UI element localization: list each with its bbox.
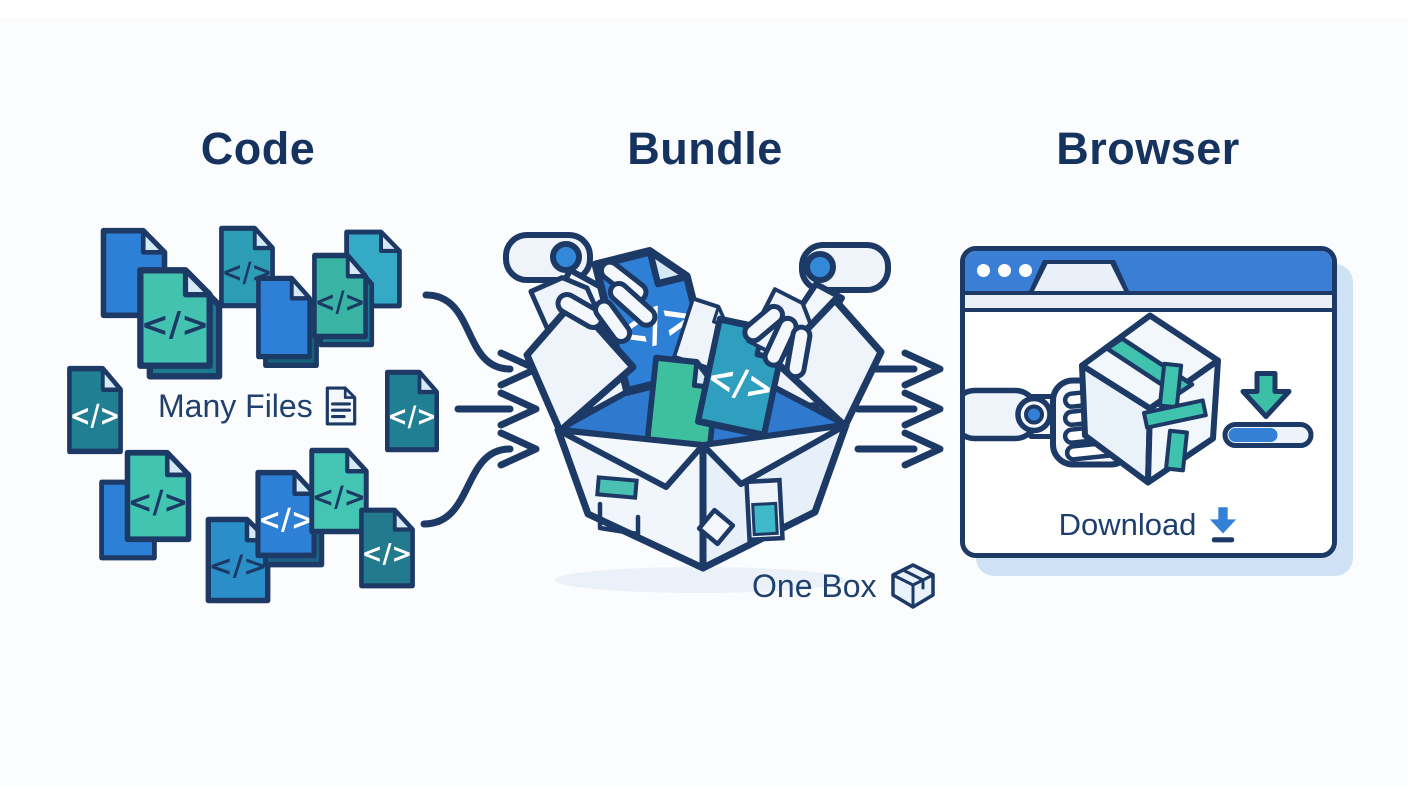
- code-file-icon: </>: [356, 506, 418, 590]
- browser-illustration: [965, 312, 1314, 486]
- bundle-illustration: </> </>: [503, 232, 891, 593]
- code-glyph: </>: [128, 485, 188, 521]
- code-file-icon: </>: [64, 364, 126, 456]
- code-glyph: </>: [312, 479, 366, 513]
- browser-caption: Download: [965, 506, 1332, 544]
- robot-hand-left-icon: [555, 259, 658, 345]
- package-icon: [890, 563, 935, 609]
- code-glyph: </>: [141, 305, 210, 344]
- bundle-caption-text: One Box: [752, 567, 877, 604]
- box-ground-shadow: [555, 567, 845, 593]
- box-front-flap: [700, 422, 849, 487]
- window-dot: [1019, 264, 1032, 277]
- code-file-icon: </>: [306, 446, 372, 536]
- browser-window: Download: [960, 246, 1337, 558]
- progress-bar: [1222, 422, 1314, 448]
- code-glyph: </>: [258, 503, 313, 537]
- browser-caption-text: Download: [1058, 507, 1197, 542]
- robot-hand-right-icon: [742, 303, 813, 380]
- browser-addressbar: [965, 295, 1332, 312]
- box-side-flap: [772, 296, 885, 430]
- code-glyph: </>: [70, 400, 121, 434]
- box-label: [595, 475, 641, 537]
- bundle-caption: One Box: [752, 562, 937, 610]
- bundle-title: Bundle: [627, 123, 783, 174]
- browser-title: Browser: [1056, 123, 1240, 174]
- code-glyph: </>: [388, 401, 437, 433]
- code-file-icon: </>: [133, 265, 217, 371]
- delivered-box-icon: [1079, 312, 1221, 486]
- download-arrow-icon: [1240, 371, 1292, 419]
- box-tape-h: [1141, 361, 1208, 473]
- bundled-file-icon: </>: [698, 319, 786, 435]
- bundled-files: </> </>: [531, 244, 818, 456]
- code-caption-text: Many Files: [158, 387, 313, 424]
- browser-tab: [1029, 260, 1129, 291]
- document-icon: [325, 386, 356, 426]
- code-file-icon: </>: [309, 251, 371, 341]
- browser-titlebar: [965, 251, 1332, 295]
- code-glyph: </>: [315, 286, 366, 319]
- code-file-icon: </>: [121, 448, 195, 544]
- window-dot: [998, 264, 1011, 277]
- progress-fill: [1228, 428, 1278, 442]
- window-dot: [977, 264, 990, 277]
- bundling-diagram: Code Bundle Browser </> </> </> </> </> …: [0, 18, 1408, 786]
- browser-content: Download: [965, 312, 1332, 553]
- box-tape-mark: [744, 477, 785, 543]
- code-file-icon: </>: [382, 368, 442, 454]
- box-stamp: [696, 507, 736, 547]
- code-caption: Many Files: [158, 386, 357, 426]
- code-glyph: </>: [362, 538, 413, 569]
- download-icon: [1210, 507, 1237, 543]
- box-front-flap: [555, 427, 706, 490]
- open-box-icon: </> </>: [523, 244, 885, 572]
- code-title: Code: [200, 123, 316, 174]
- code-file-icon: </>: [252, 468, 320, 560]
- code-file-icon: [253, 274, 315, 361]
